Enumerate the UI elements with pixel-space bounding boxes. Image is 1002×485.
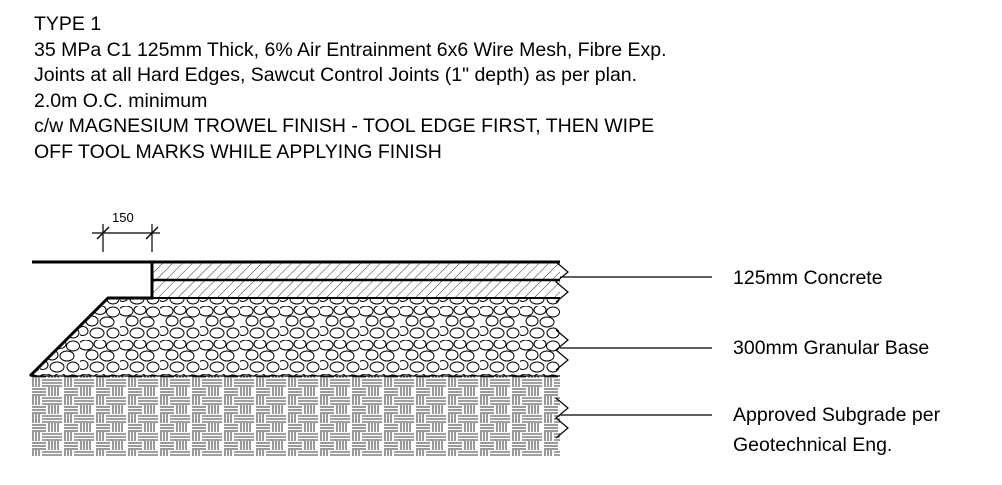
subgrade-label-line-1: Approved Subgrade per bbox=[733, 404, 941, 426]
concrete-label: 125mm Concrete bbox=[733, 267, 883, 289]
type-title: TYPE 1 bbox=[34, 13, 102, 35]
note-line-1: 35 MPa C1 125mm Thick, 6% Air Entrainmen… bbox=[34, 38, 667, 61]
note-line-5: OFF TOOL MARKS WHILE APPLYING FINISH bbox=[34, 140, 442, 163]
leader-lines bbox=[560, 276, 712, 416]
section-outline bbox=[28, 260, 560, 378]
subgrade-layer bbox=[30, 376, 560, 456]
concrete-layer bbox=[152, 262, 560, 298]
note-line-3: 2.0m O.C. minimum bbox=[34, 89, 208, 112]
subgrade-label-line-2: Geotechnical Eng. bbox=[733, 434, 893, 456]
dimension-text: 150 bbox=[112, 210, 134, 225]
granular-base-label: 300mm Granular Base bbox=[733, 337, 930, 359]
general-notes: TYPE 1 35 MPa C1 125mm Thick, 6% Air Ent… bbox=[34, 12, 667, 165]
break-lines bbox=[555, 261, 569, 439]
note-line-4: c/w MAGNESIUM TROWEL FINISH - TOOL EDGE … bbox=[34, 115, 655, 137]
dimension-150: 150 bbox=[92, 210, 160, 252]
note-line-2: Joints at all Hard Edges, Sawcut Control… bbox=[34, 64, 638, 86]
granular-base-layer bbox=[30, 298, 560, 376]
